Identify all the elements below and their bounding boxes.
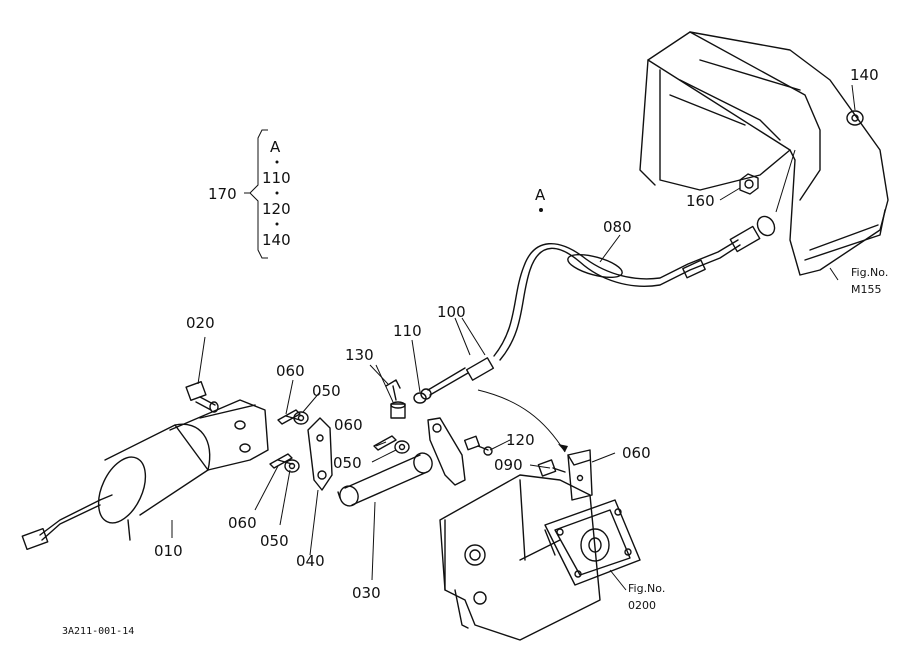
washer-050-right (394, 440, 410, 454)
screw-140 (385, 379, 401, 401)
callout-080: 080 (603, 218, 632, 236)
nut-160 (739, 173, 759, 195)
washer-150 (846, 110, 864, 126)
reference-point-a: A (535, 186, 546, 204)
callout-060-lower: 060 (228, 514, 257, 532)
callout-050-lower: 050 (260, 532, 289, 550)
callout-050-upper: 050 (312, 382, 341, 400)
shaft-030 (337, 452, 433, 507)
fig-ref-label-1: Fig.No. (851, 266, 888, 279)
bracket-090 (567, 449, 593, 501)
group-item-a: A (270, 138, 281, 156)
callout-130: 120 (506, 431, 535, 449)
collar-120 (390, 401, 406, 419)
callout-090: 060 (622, 444, 651, 462)
gear-case (439, 474, 641, 641)
group-item-140: 140 (262, 231, 291, 249)
fig-ref-label-2: Fig.No. (628, 582, 665, 595)
clip-060-upper (277, 409, 301, 425)
clip-060-right (373, 435, 397, 451)
arrow-head (558, 444, 568, 452)
bolt-100 (537, 459, 566, 477)
washer-050-upper (293, 411, 309, 425)
callout-160: 160 (686, 192, 715, 210)
reference-dot (539, 208, 543, 212)
callout-060-upper: 060 (276, 362, 305, 380)
callout-010: 010 (154, 542, 183, 560)
bolt-130 (463, 435, 493, 456)
callout-050-right: 050 (333, 454, 362, 472)
callout-060-right: 060 (334, 416, 363, 434)
leader-a-bracket (477, 389, 566, 453)
group-bracket (244, 129, 279, 259)
callout-140: 130 (345, 346, 374, 364)
callout-110: 100 (437, 303, 466, 321)
cable-080 (420, 215, 776, 400)
callout-040: 040 (296, 552, 325, 570)
group-number: 170 (208, 185, 237, 203)
drawing-id: 3A211-001-14 (62, 626, 134, 637)
clip-060-lower (269, 453, 293, 469)
callout-030: 030 (352, 584, 381, 602)
callout-020: 020 (186, 314, 215, 332)
motor-010 (21, 399, 269, 551)
hood-housing (639, 31, 889, 276)
governor-lever (427, 417, 466, 486)
leaders (171, 84, 856, 591)
fitting-110 (413, 392, 427, 404)
lever-040 (307, 417, 333, 491)
group-item-110: 110 (262, 169, 291, 187)
bolt-020 (185, 380, 219, 413)
callout-100: 090 (494, 456, 523, 474)
washer-050-lower (284, 459, 300, 473)
fig-ref-value-2: 0200 (628, 599, 656, 612)
callout-120: 110 (393, 322, 422, 340)
group-item-120: 120 (262, 200, 291, 218)
callout-150: 140 (850, 66, 879, 84)
fig-ref-value-1: M155 (851, 283, 882, 296)
